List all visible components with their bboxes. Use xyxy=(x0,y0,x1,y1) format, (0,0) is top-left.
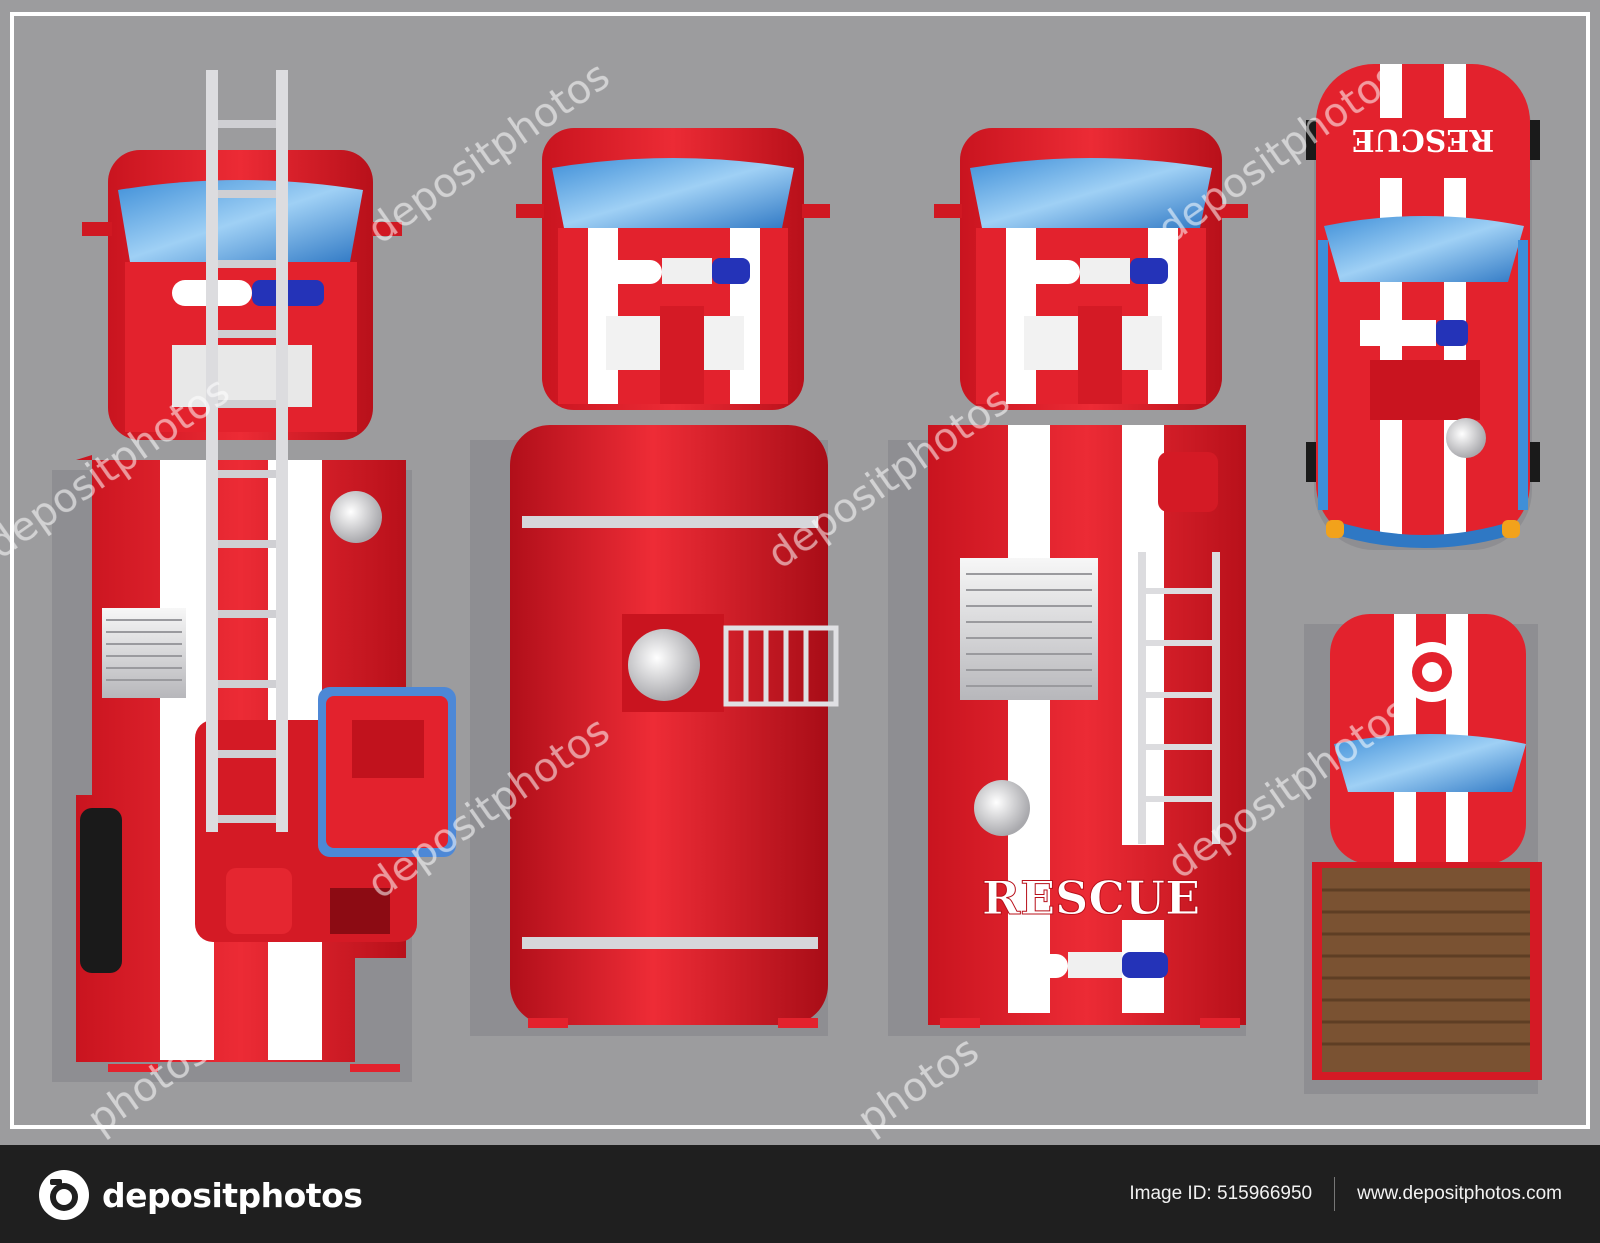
image-id-label: Image ID: xyxy=(1129,1183,1212,1204)
brand-name: depositphotos xyxy=(102,1175,363,1215)
rescue-car-label: RESCUE xyxy=(1352,122,1494,157)
ladder xyxy=(206,70,288,832)
rescue-pickup xyxy=(1304,614,1542,1094)
camera-icon xyxy=(39,1170,89,1220)
frame-border xyxy=(10,12,1590,1129)
divider xyxy=(1334,1177,1336,1211)
ladder-truck xyxy=(52,70,456,1082)
rescue-car: RESCUE xyxy=(1306,64,1540,550)
tanker-truck xyxy=(470,128,839,1036)
footer-bar: depositphotos Image ID: 515966950 www.de… xyxy=(0,1145,1600,1243)
rescue-label: RESCUE xyxy=(982,871,1200,925)
image-id-value: 515966950 xyxy=(1217,1183,1313,1204)
site-url[interactable]: www.depositphotos.com xyxy=(1357,1183,1562,1204)
rescue-truck: RESCUE xyxy=(888,128,1248,1036)
illustration: RESCUE RESCUE xyxy=(0,12,1590,1143)
brand-logo[interactable]: depositphotos xyxy=(38,1167,363,1223)
image-meta: Image ID: 515966950 www.depositphotos.co… xyxy=(1129,1145,1562,1243)
